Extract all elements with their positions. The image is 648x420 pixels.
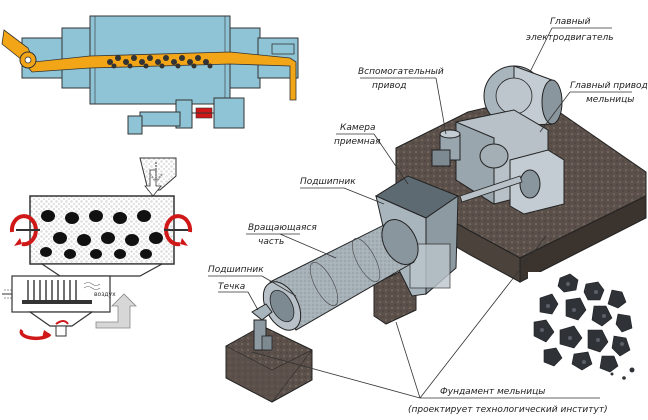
air-label: воздух	[94, 291, 116, 298]
label-chamber-1: Камера	[340, 123, 375, 133]
mill-principle-schematic: воздух	[2, 157, 193, 341]
label-foundation-1: Фундамент мельницы	[440, 387, 545, 397]
label-main-drive-2: мельницы	[586, 95, 634, 105]
leader-lines	[208, 27, 632, 399]
mill-schematic-top	[1, 15, 299, 135]
label-bearing-bottom: Подшипник	[208, 265, 264, 275]
ore-pellets-image	[528, 272, 640, 380]
label-chamber-2: приемная	[334, 137, 381, 147]
part-labels: Главный электродвигатель Вспомогательный…	[208, 17, 648, 415]
main-drive-gearbox	[455, 109, 565, 215]
discharge-chute	[251, 303, 273, 351]
mill-assembly-3d	[225, 65, 647, 403]
label-bearing-top: Подшипник	[300, 177, 356, 187]
label-rotating-1: Вращающаяся	[248, 223, 317, 233]
label-main-motor-2: электродвигатель	[526, 33, 614, 43]
label-aux-drive-1: Вспомогательный	[358, 67, 444, 77]
label-chute: Течка	[218, 282, 245, 292]
label-rotating-2: часть	[258, 237, 284, 247]
label-main-drive-1: Главный привод	[570, 81, 648, 91]
rotating-drum	[262, 219, 419, 331]
main-motor	[483, 65, 563, 127]
label-aux-drive-2: привод	[372, 81, 406, 91]
label-foundation-2: (проектирует технологический институт)	[408, 405, 608, 415]
aux-drive	[431, 129, 461, 167]
label-main-motor-1: Главный	[550, 17, 591, 27]
